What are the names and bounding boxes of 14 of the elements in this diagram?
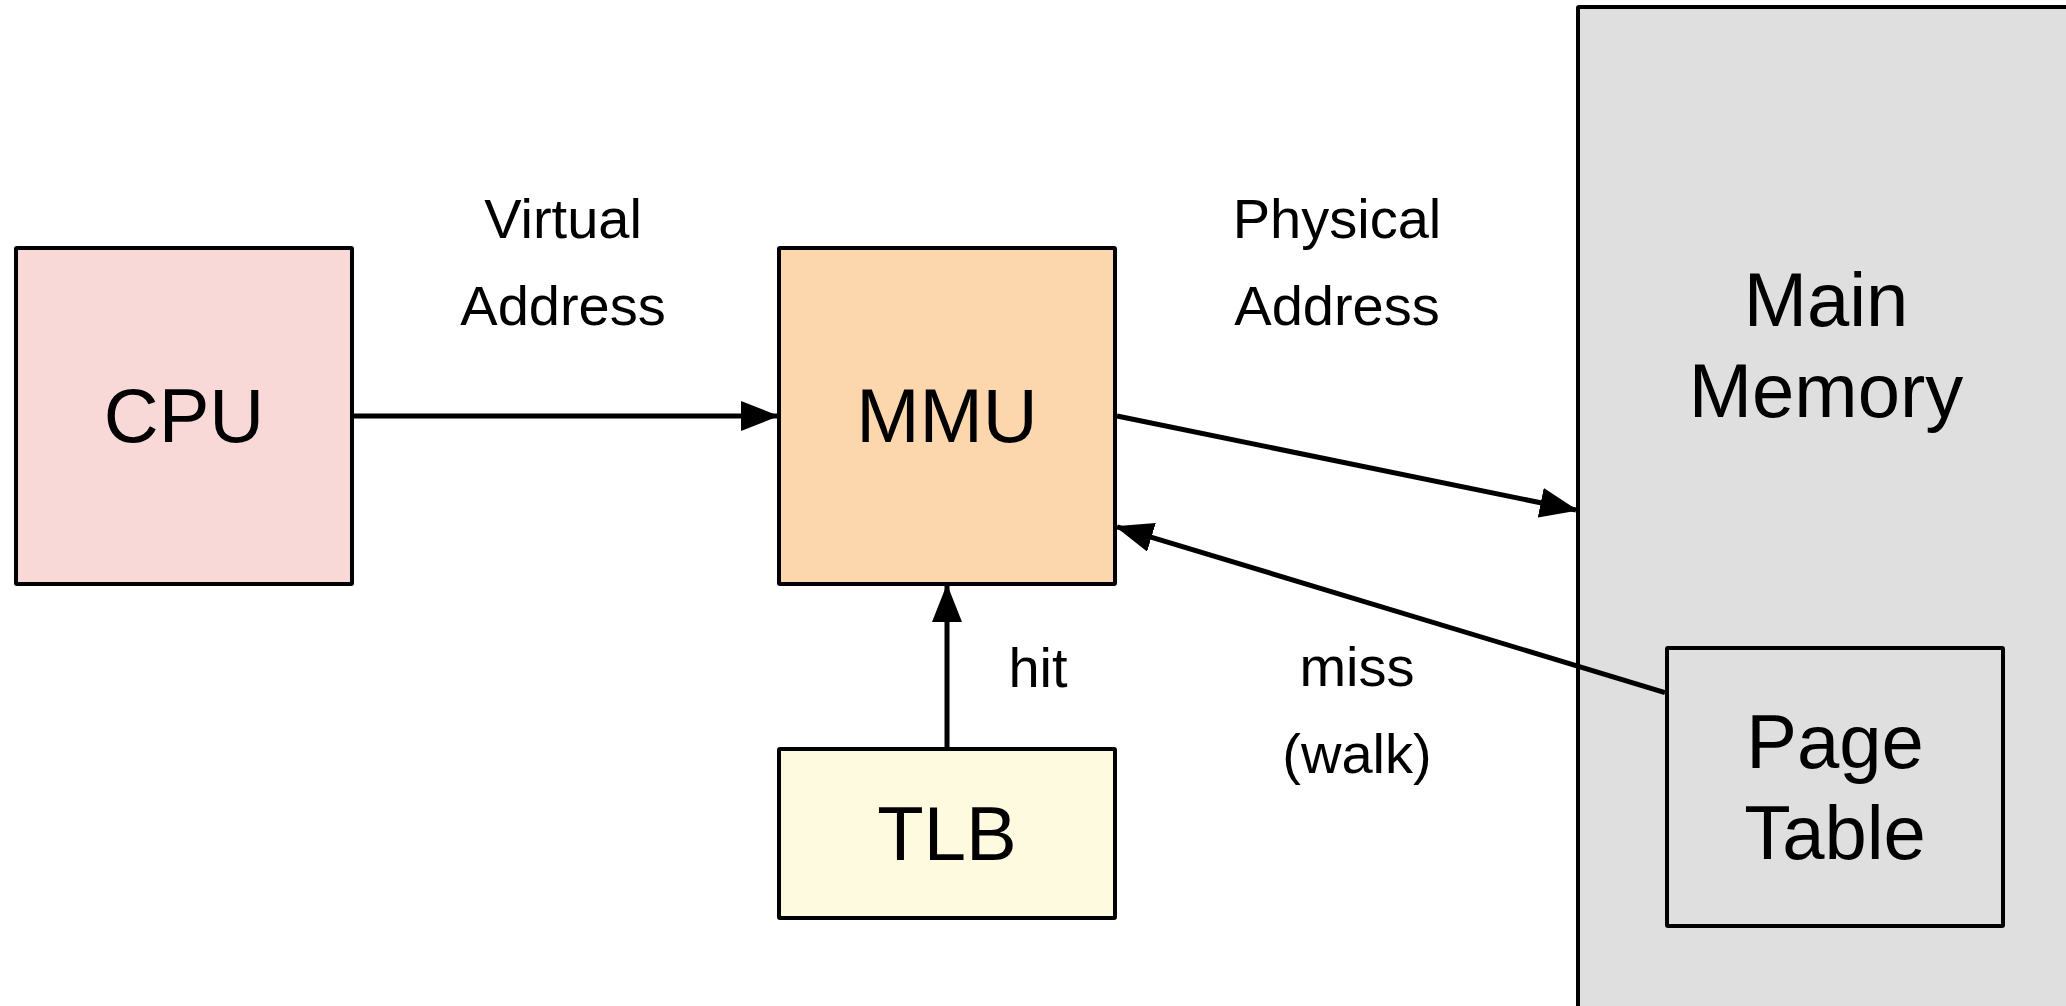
page-table-box [1665,646,2005,928]
arrow [1115,522,1666,695]
tlb-box [777,747,1117,920]
node-label: Page Table [1743,697,1927,877]
arrow [932,584,962,747]
mmu-box [777,246,1117,586]
arrow [1116,413,1578,518]
memory-box [1576,5,2066,1006]
node-label: MMU [855,372,1039,461]
node-label: TLB [876,789,1018,878]
arrow [354,401,779,431]
node-label: CPU [102,372,266,461]
cpu-box [14,246,354,586]
node-label: Main Memory [1687,255,1965,435]
